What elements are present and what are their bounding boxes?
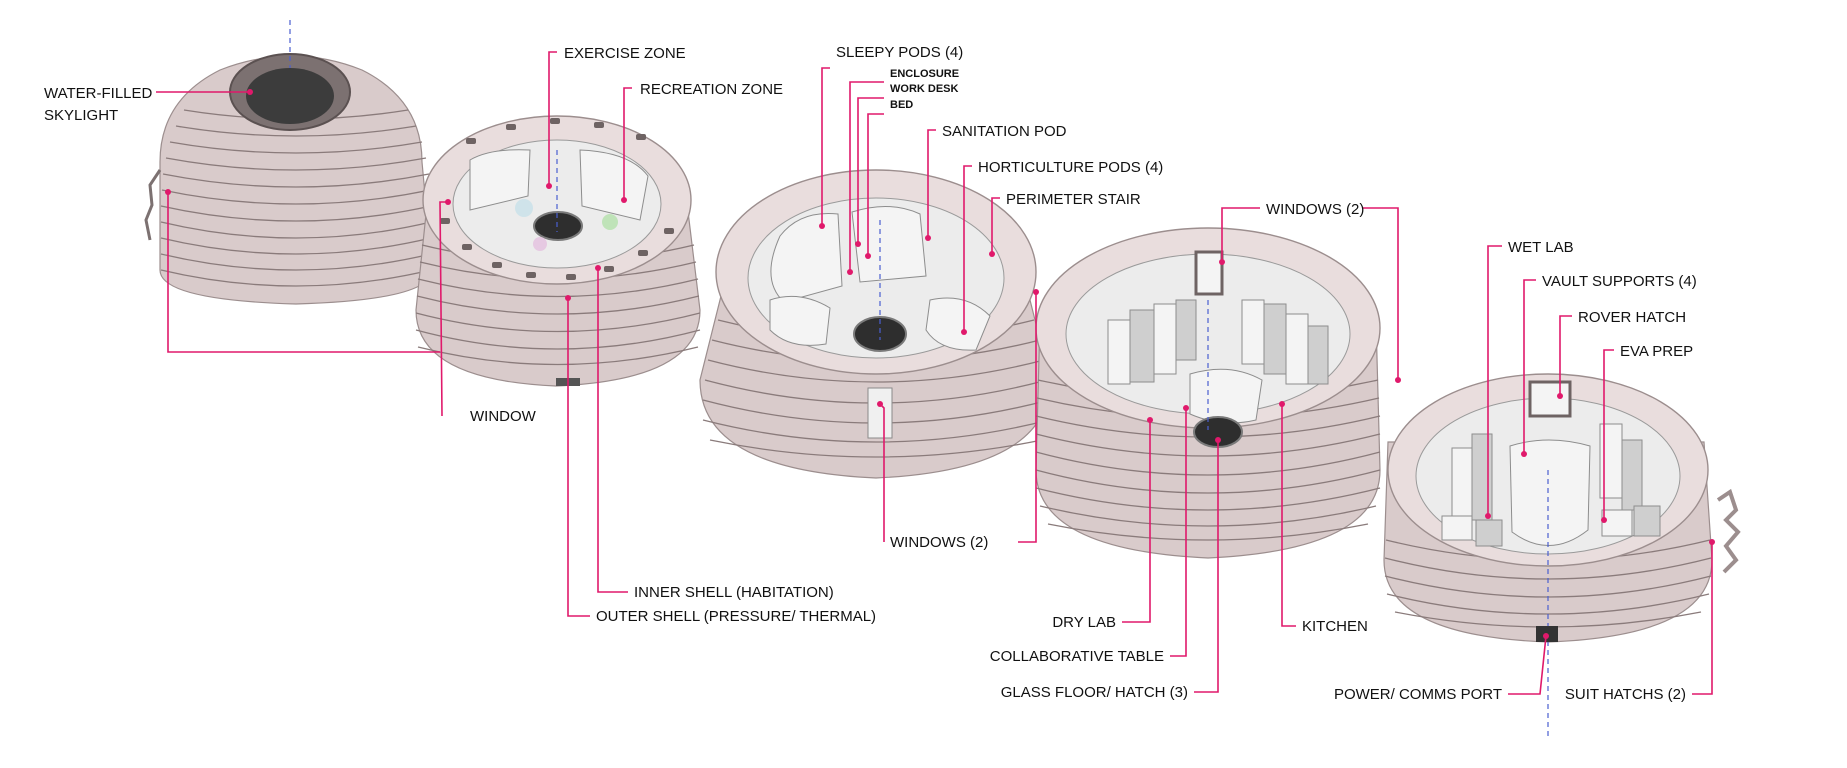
label-exercise-zone: EXERCISE ZONE — [564, 45, 686, 62]
label-power-comms-port: POWER/ COMMS PORT — [1334, 686, 1502, 703]
label-collaborative-table: COLLABORATIVE TABLE — [990, 648, 1164, 665]
label-window: WINDOW — [470, 408, 537, 425]
label-dry-lab: DRY LAB — [1052, 614, 1116, 631]
module-eva — [1383, 373, 1741, 740]
module-recreation — [415, 115, 701, 387]
callout-labels: WATER-FILLED SKYLIGHT EXERCISE ZONE RECR… — [44, 44, 1697, 703]
cone-rings — [160, 109, 432, 287]
label-perimeter-stair: PERIMETER STAIR — [1006, 191, 1141, 208]
dry-lab-cabinets — [1107, 299, 1197, 385]
label-wet-lab: WET LAB — [1508, 239, 1574, 256]
label-enclosure: ENCLOSURE — [890, 68, 959, 80]
label-suit-hatchs: SUIT HATCHS (2) — [1565, 686, 1686, 703]
label-water-filled-skylight-line2: SKYLIGHT — [44, 107, 118, 124]
label-glass-floor-hatch: GLASS FLOOR/ HATCH (3) — [1001, 684, 1188, 701]
eva-prep-cabinets — [1599, 423, 1661, 537]
module-skylight-cone — [144, 20, 433, 305]
label-windows-lower: WINDOWS (2) — [890, 534, 988, 551]
module-laboratory — [1035, 227, 1381, 559]
label-recreation-zone: RECREATION ZONE — [640, 81, 783, 98]
label-eva-prep: EVA PREP — [1620, 343, 1693, 360]
label-horticulture-pods: HORTICULTURE PODS (4) — [978, 159, 1163, 176]
label-sanitation-pod: SANITATION POD — [942, 123, 1067, 140]
module-sleeping — [699, 169, 1051, 479]
recreation-window-slots — [440, 118, 674, 280]
exercise-ball-1 — [515, 199, 533, 217]
label-vault-supports: VAULT SUPPORTS (4) — [1542, 273, 1697, 290]
exercise-ball-3 — [533, 237, 547, 251]
wet-lab-cabinets — [1441, 433, 1503, 547]
skylight-glass — [246, 68, 334, 124]
leader-lines — [156, 51, 1715, 695]
label-kitchen: KITCHEN — [1302, 618, 1368, 635]
label-sleepy-pods: SLEEPY PODS (4) — [836, 44, 963, 61]
label-inner-shell: INNER SHELL (HABITATION) — [634, 584, 834, 601]
exercise-ball-2 — [602, 214, 618, 230]
label-work-desk: WORK DESK — [890, 83, 959, 95]
kitchen-cabinets — [1241, 299, 1329, 385]
label-water-filled-skylight-line1: WATER-FILLED — [44, 85, 153, 102]
label-rover-hatch: ROVER HATCH — [1578, 309, 1686, 326]
label-windows-upper: WINDOWS (2) — [1266, 201, 1364, 218]
label-outer-shell: OUTER SHELL (PRESSURE/ THERMAL) — [596, 608, 876, 625]
label-bed: BED — [890, 99, 913, 111]
